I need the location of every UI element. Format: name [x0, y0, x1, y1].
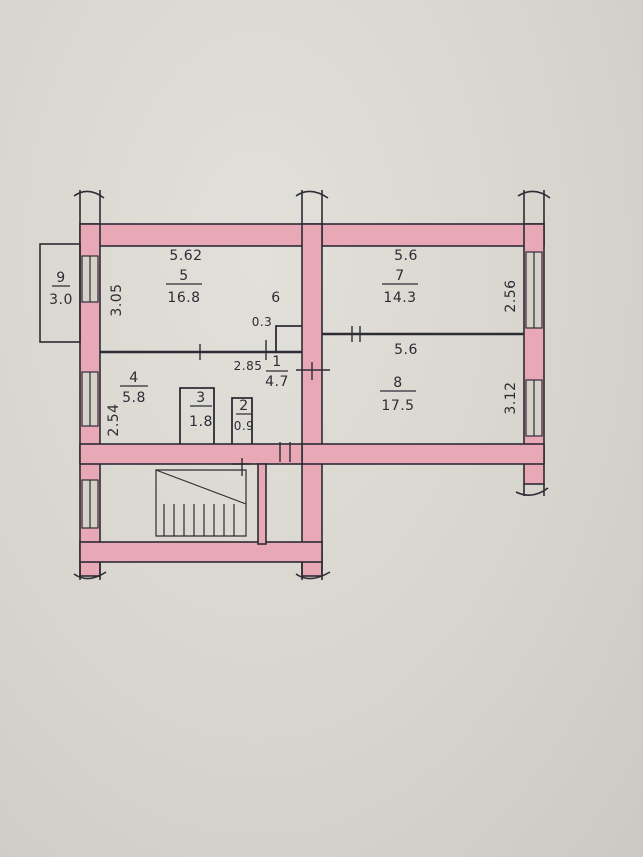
partitions	[100, 325, 524, 444]
walls	[79, 223, 545, 577]
room-7-number: 7	[395, 268, 404, 284]
dimension-room7-width: 5.6	[394, 248, 418, 264]
room-3-number: 3	[196, 390, 205, 406]
dimension-room5-height: 3.05	[109, 283, 125, 316]
room-4-number: 4	[129, 370, 138, 386]
room-9-number: 9	[56, 270, 65, 286]
room-labels: 5 16.8 7 14.3 9 3.0 6 0.3 4 5.8 1 4.7 8 …	[49, 268, 416, 433]
wall-lower-left	[79, 443, 303, 465]
wall-ticks	[73, 190, 551, 580]
room-3-area: 1.8	[189, 414, 213, 430]
dimension-room8-width: 5.6	[394, 342, 418, 358]
room-1-number: 1	[272, 354, 281, 370]
wall-stair-side	[257, 463, 267, 545]
staircase	[155, 469, 247, 537]
room-7-area: 14.3	[383, 290, 416, 306]
room-6-area: 0.3	[252, 315, 273, 329]
balcony	[39, 243, 81, 343]
windows	[81, 251, 543, 529]
door-marks	[199, 326, 361, 476]
room-8-area: 17.5	[381, 398, 414, 414]
room-5-number: 5	[179, 268, 188, 284]
dimension-room5-width: 5.62	[169, 248, 202, 264]
room-2-number: 2	[239, 398, 248, 414]
room-4-area: 5.8	[122, 390, 146, 406]
dimension-room7-height: 2.56	[503, 279, 519, 312]
wall-top-right	[321, 223, 545, 247]
room-5-area: 16.8	[167, 290, 200, 306]
fraction-lines	[52, 283, 418, 415]
room-9-area: 3.0	[49, 292, 73, 308]
wall-top-left	[79, 223, 323, 247]
dimension-room4-height: 2.54	[106, 403, 122, 436]
wall-bottom	[79, 541, 323, 563]
wall-middle-vertical	[301, 223, 323, 577]
room-8-number: 8	[393, 375, 402, 391]
wall-bottom-right	[301, 443, 545, 465]
dimension-labels: 5.62 5.6 5.6 2.85 3.05 2.56 3.12 2.54	[106, 248, 519, 437]
room-2-area: 0.9	[234, 419, 255, 433]
dimension-corridor-width: 2.85	[234, 359, 263, 373]
dimension-room8-height: 3.12	[503, 381, 519, 414]
room-1-area: 4.7	[265, 374, 289, 390]
room-6-number: 6	[271, 290, 280, 306]
